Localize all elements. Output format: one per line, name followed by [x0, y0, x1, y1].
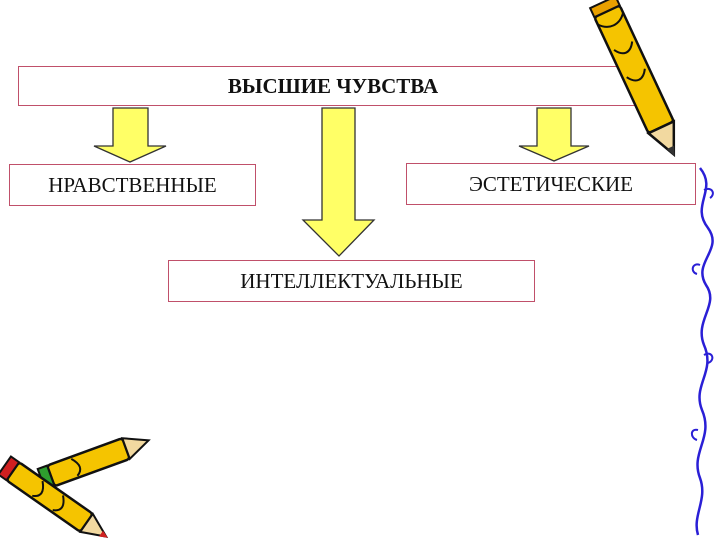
right-node-label: ЭСТЕТИЧЕСКИЕ — [468, 171, 633, 196]
left-node: НРАВСТВЕННЫЕ — [9, 164, 256, 206]
top-node: ВЫСШИЕ ЧУВСТВА — [18, 66, 648, 106]
arrow-down-left — [93, 107, 167, 163]
left-node-label: НРАВСТВЕННЫЕ — [48, 172, 217, 197]
top-node-label: ВЫСШИЕ ЧУВСТВА — [227, 73, 439, 98]
bottom-node-label: ИНТЕЛЛЕКТУАЛЬНЫЕ — [240, 268, 463, 293]
arrow-down-center — [301, 107, 376, 257]
right-node: ЭСТЕТИЧЕСКИЕ — [406, 163, 696, 205]
arrow-down-right — [518, 107, 590, 162]
bottom-node: ИНТЕЛЛЕКТУАЛЬНЫЕ — [168, 260, 535, 302]
